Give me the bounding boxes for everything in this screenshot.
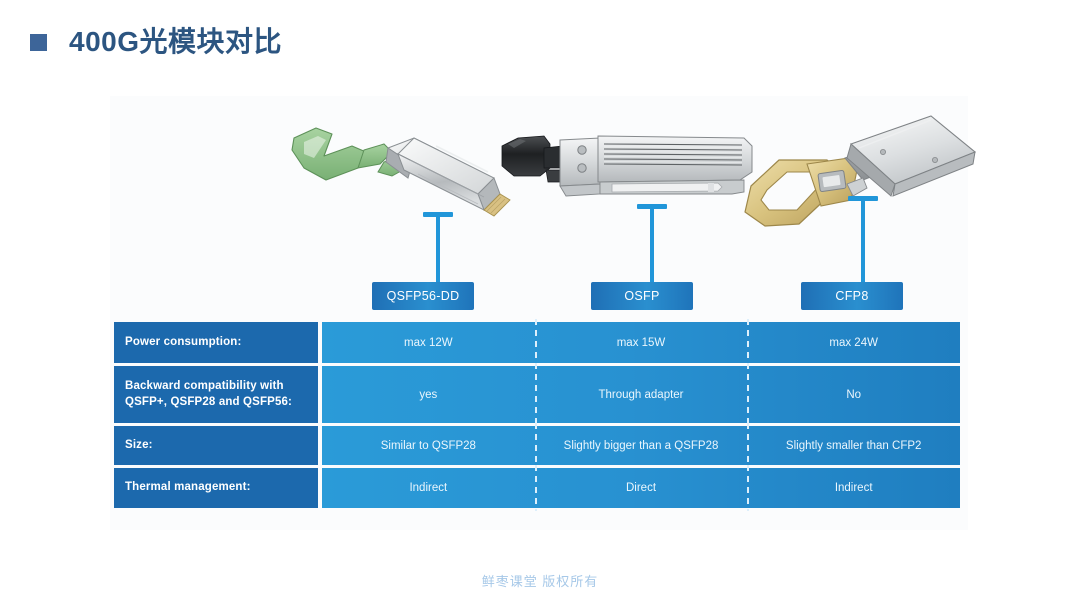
cell-power-qsfp56dd: max 12W: [404, 336, 453, 349]
row-values: Indirect Direct Indirect: [322, 465, 960, 511]
cell-power-osfp: max 15W: [534, 319, 748, 366]
cell-size-cfp8: Slightly smaller than CFP2: [747, 423, 960, 468]
row-values: yes Through adapter No: [322, 363, 960, 426]
table-row: Size: Similar to QSFP28 Slightly bigger …: [114, 423, 960, 468]
cell-compat-cfp8: No: [747, 363, 960, 426]
leader-stem: [861, 199, 865, 287]
comparison-content-panel: QSFP56-DD OSFP CFP8 Power consumption: m…: [110, 96, 977, 530]
row-label-size: Size:: [114, 426, 318, 465]
leader-stem: [436, 215, 440, 287]
table-row: Power consumption: max 12W max 15W max 2…: [114, 319, 960, 366]
cell-thermal-cfp8: Indirect: [747, 465, 960, 511]
row-label-backward-compatibility: Backward compatibility with QSFP+, QSFP2…: [114, 366, 318, 423]
cell-size-osfp: Slightly bigger than a QSFP28: [534, 423, 748, 468]
page-title: 400G光模块对比: [69, 26, 282, 57]
row-values: max 12W max 15W max 24W: [322, 319, 960, 366]
table-row: Backward compatibility with QSFP+, QSFP2…: [114, 363, 960, 426]
leader-cap: [848, 196, 878, 201]
row-label-line1: Backward compatibility with: [125, 379, 284, 392]
leader-stem: [650, 207, 654, 287]
osfp-module-illustration: [501, 135, 753, 197]
table-row: Thermal management: Indirect Direct Indi…: [114, 465, 960, 511]
cell-compat-qsfp56dd: yes: [419, 388, 438, 401]
row-label-thermal-management: Thermal management:: [114, 468, 318, 508]
cell-size-qsfp56dd: Similar to QSFP28: [380, 439, 476, 452]
footer-copyright: 鲜枣课堂 版权所有: [481, 574, 599, 589]
column-header-qsfp56dd: QSFP56-DD: [372, 282, 474, 310]
row-label-line2: QSFP+, QSFP28 and QSFP56:: [125, 395, 293, 408]
title-bullet-square: [30, 33, 47, 51]
qsfp56dd-module-illustration: [291, 127, 511, 217]
leader-cap: [423, 212, 453, 217]
cell-power-cfp8: max 24W: [747, 319, 960, 366]
row-label-power-consumption: Power consumption:: [114, 322, 318, 363]
cell-thermal-osfp: Direct: [534, 465, 748, 511]
comparison-table: Power consumption: max 12W max 15W max 2…: [114, 319, 960, 511]
leader-cap: [637, 204, 667, 209]
column-header-osfp: OSFP: [591, 282, 693, 310]
cfp8-module-illustration: [744, 115, 977, 227]
column-header-cfp8: CFP8: [801, 282, 903, 310]
cell-thermal-qsfp56dd: Indirect: [409, 482, 448, 494]
row-values: Similar to QSFP28 Slightly bigger than a…: [322, 423, 960, 468]
cell-compat-osfp: Through adapter: [534, 363, 748, 426]
slide-title: 400G光模块对比: [30, 20, 282, 60]
